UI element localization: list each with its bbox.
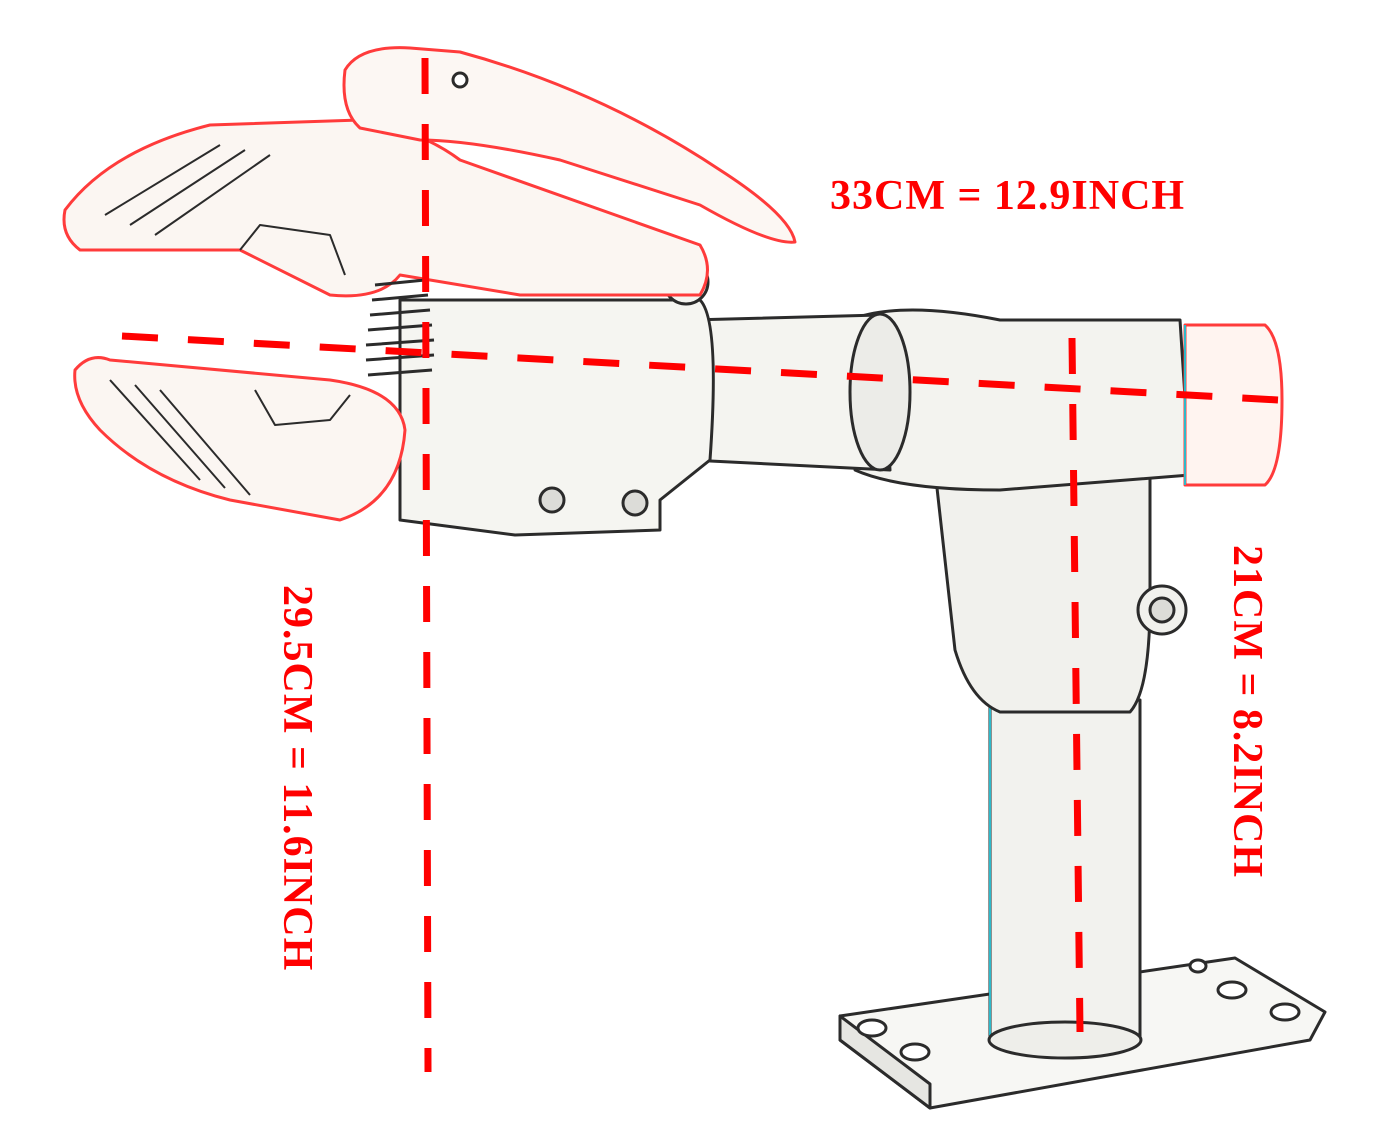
width-dimension-label: 33CM = 12.9INCH (830, 173, 1186, 219)
stand-dimension-line (1068, 337, 1084, 1033)
spring (365, 278, 435, 377)
end-cap (1183, 323, 1284, 487)
t-junction-housing (848, 308, 1192, 714)
stand-dimension-label: 21CM = 8.2INCH (1224, 545, 1270, 879)
jaw-body (398, 258, 715, 537)
lower-jaw (73, 356, 407, 522)
stand-stem (987, 698, 1143, 1060)
height-dimension-line (421, 57, 432, 1073)
upper-jaw (62, 118, 709, 298)
dimension-lines (121, 57, 1279, 1073)
height-dimension-label: 29.5CM = 11.6INCH (274, 585, 320, 972)
horizontal-tube (688, 312, 912, 472)
